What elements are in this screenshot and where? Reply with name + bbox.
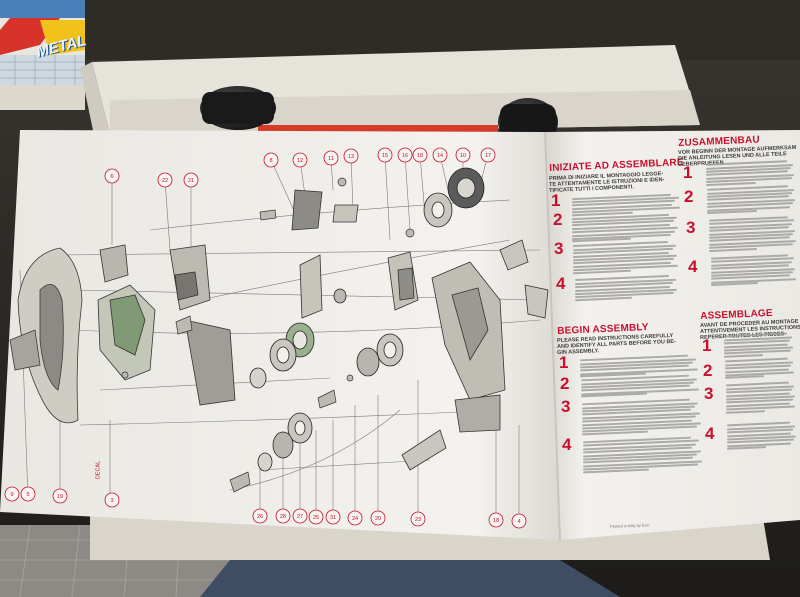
part-number: 19	[57, 494, 63, 500]
francais-step-3: 3	[704, 384, 714, 403]
part-number-circle	[397, 147, 413, 163]
english-step-2: 2	[560, 374, 570, 393]
part-number: 6	[110, 174, 113, 180]
italiano-step-3: 3	[554, 239, 564, 258]
part-frame	[169, 244, 236, 406]
jeans-leg	[200, 560, 620, 597]
part-number: 22	[162, 178, 168, 184]
francais-step-4: 4	[705, 424, 715, 443]
italiano-step-2: 2	[553, 210, 563, 229]
part-number-circle	[412, 147, 428, 163]
part-number: 21	[188, 178, 194, 184]
part-number: 23	[415, 517, 421, 523]
english-step-3: 3	[561, 397, 571, 416]
part-number-circle	[52, 488, 68, 504]
part-number-circle	[455, 147, 471, 163]
part-number: 28	[280, 514, 286, 520]
part-number: 20	[375, 516, 381, 522]
part-wheel-set	[249, 167, 485, 472]
diagram-part-numbers-bottom: 9 5 19 3 26 28 27 25 31 24 20 23 18 4	[4, 486, 527, 529]
part-number-circle	[104, 492, 120, 508]
francais-step-2: 2	[703, 361, 713, 380]
deutsch-step-1: 1	[683, 163, 693, 182]
part-number: 11	[328, 156, 334, 162]
francais-step-1: 1	[702, 336, 712, 355]
deutsch-step-2: 2	[684, 187, 694, 206]
deutsch-step-4: 4	[688, 257, 698, 276]
part-number-circle	[263, 152, 279, 168]
part-number: 15	[382, 153, 388, 159]
part-number: 18	[417, 153, 423, 159]
italiano-step-4: 4	[556, 274, 566, 293]
part-number-circle	[308, 509, 324, 525]
svg-text:DECAL: DECAL	[95, 461, 101, 479]
part-number-circle	[410, 511, 426, 527]
part-number-circle	[480, 147, 496, 163]
part-number: 25	[313, 515, 319, 521]
part-number-circle	[488, 512, 504, 528]
part-number: 5	[26, 492, 29, 498]
italiano-step-1: 1	[551, 191, 561, 210]
part-rear-chassis	[431, 261, 506, 433]
part-number-circle	[377, 147, 393, 163]
part-body-shell	[9, 247, 83, 424]
deutsch-step-3: 3	[686, 218, 696, 237]
part-number-circle	[4, 486, 20, 502]
part-number: 8	[269, 158, 272, 164]
part-number: 12	[297, 158, 303, 164]
part-number: 13	[348, 154, 354, 160]
table-edge	[0, 0, 800, 60]
loose-wheel-left	[200, 86, 276, 130]
part-number-circle	[104, 168, 120, 184]
part-small-pieces	[121, 177, 415, 493]
part-gearbox	[387, 251, 419, 311]
part-number: 18	[493, 518, 499, 524]
decal-label: DECAL	[95, 461, 101, 479]
part-number-circle	[511, 513, 527, 529]
part-number: 31	[330, 515, 336, 521]
part-number-circle	[292, 508, 308, 524]
part-number: 27	[297, 514, 303, 520]
part-number: 26	[257, 514, 263, 520]
sheet-fold	[544, 131, 561, 541]
part-number: 4	[517, 519, 520, 525]
instruction-sheet-left-page	[0, 130, 560, 540]
part-number-circle	[20, 486, 36, 502]
part-number-circle	[275, 508, 291, 524]
part-number: 14	[437, 153, 443, 159]
part-number-circle	[432, 147, 448, 163]
part-number-circle	[347, 510, 363, 526]
part-number-circle	[157, 172, 173, 188]
part-number: 9	[10, 492, 13, 498]
part-number: 3	[110, 498, 113, 504]
diagram-part-numbers-top: 6 22 21 8 12 11 13 15 16 18 14 10 17	[104, 147, 496, 188]
part-number-circle	[183, 172, 199, 188]
part-number-circle	[343, 148, 359, 164]
part-number: 24	[352, 516, 358, 522]
part-number: 10	[460, 153, 466, 159]
part-number-circle	[325, 509, 341, 525]
part-chassis-tub	[97, 244, 156, 381]
english-step-4: 4	[562, 435, 572, 454]
part-number: 17	[485, 153, 491, 159]
part-number-circle	[252, 508, 268, 524]
part-number-circle	[323, 150, 339, 166]
part-rear-wing	[401, 239, 549, 471]
part-number: 16	[402, 153, 408, 159]
part-number-circle	[370, 510, 386, 526]
english-step-1: 1	[559, 353, 569, 372]
part-number-circle	[292, 152, 308, 168]
part-engine	[291, 189, 359, 319]
box-lid	[0, 0, 85, 110]
